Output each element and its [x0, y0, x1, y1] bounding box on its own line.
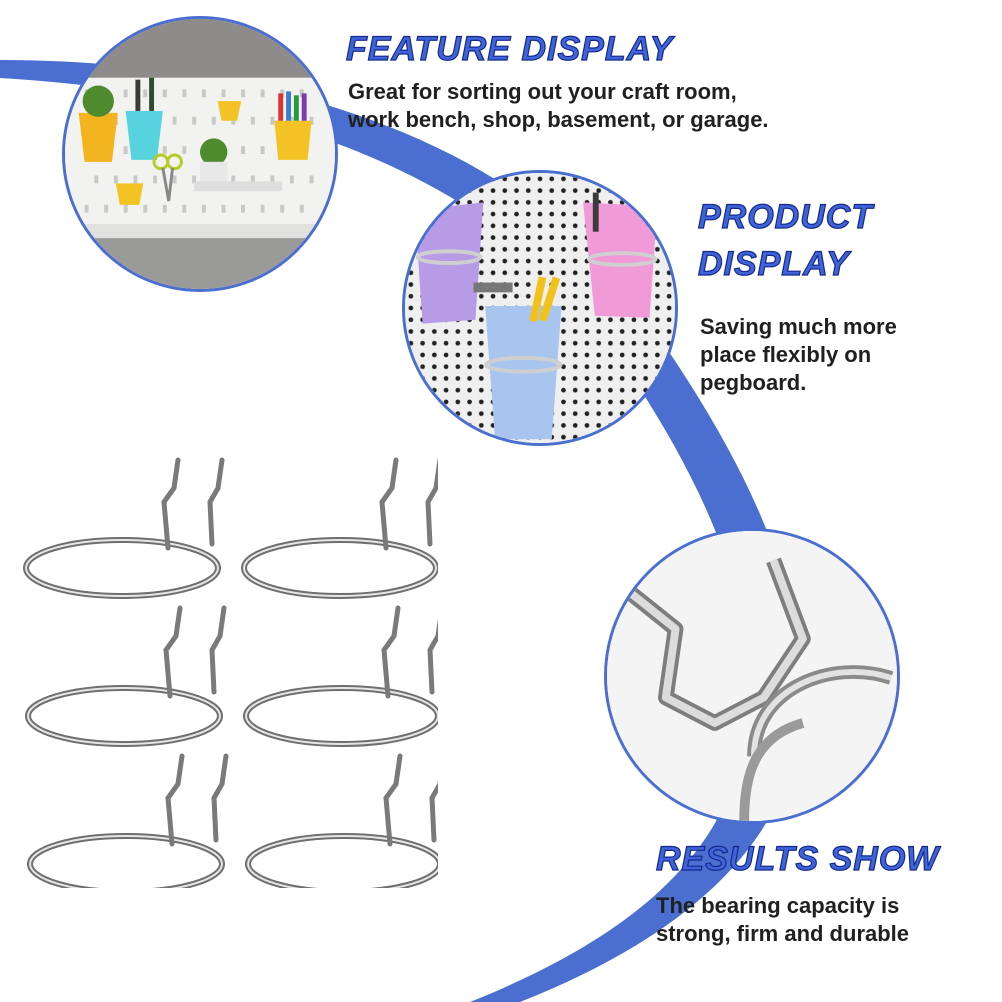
product-display-heading: PRODUCT DISPLAY	[697, 194, 874, 288]
results-description: The bearing capacity is strong, firm and…	[656, 892, 986, 948]
ring-hooks-product-image	[18, 448, 438, 888]
colored-cups-on-pegboard-image	[405, 173, 675, 443]
product-heading-line-2: DISPLAY	[697, 244, 850, 283]
product-description-line-3: pegboard.	[700, 369, 807, 395]
product-description-line-2: place flexibly on	[700, 341, 872, 367]
product-display-image	[402, 170, 678, 446]
results-show-heading: RESULTS SHOW	[655, 839, 940, 878]
pegboard-with-pots-image	[65, 19, 335, 289]
detail-closeup-image	[604, 528, 900, 824]
ring-hook-closeup-image	[607, 531, 897, 821]
feature-display-heading: FEATURE DISPLAY	[345, 29, 674, 68]
feature-description-line-2: work bench, shop, basement, or garage.	[348, 106, 769, 132]
feature-description-line-1: Great for sorting out your craft room,	[348, 79, 737, 104]
results-description-line-1: The bearing capacity is	[656, 893, 900, 918]
product-heading-line-1: PRODUCT	[697, 197, 874, 236]
product-description: Saving much more place flexibly on pegbo…	[700, 313, 990, 397]
product-description-line-1: Saving much more	[700, 314, 897, 339]
feature-display-image	[62, 16, 338, 292]
feature-description: Great for sorting out your craft room, w…	[348, 78, 868, 134]
results-description-line-2: strong, firm and durable	[656, 920, 910, 946]
six-pegboard-ring-hooks-image	[23, 457, 438, 888]
